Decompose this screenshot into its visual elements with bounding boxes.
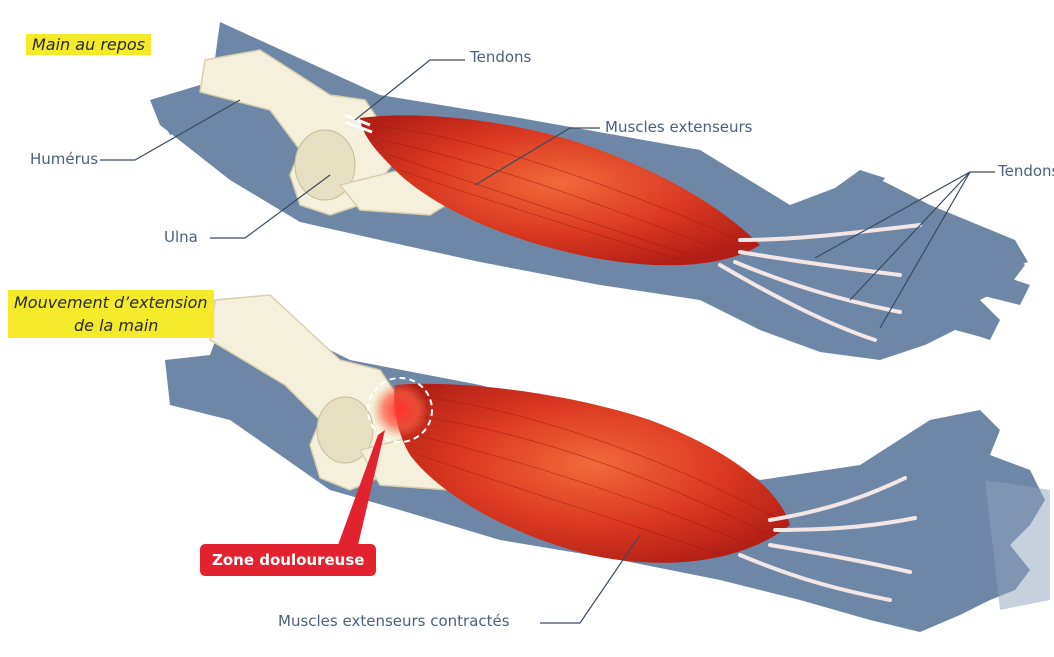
pain-zone-badge: Zone douloureuse: [200, 544, 376, 576]
panel-title-extension-line1: Mouvement d’extension: [14, 293, 208, 312]
pain-zone-glow: [372, 382, 428, 438]
panel-title-rest: Main au repos: [26, 34, 151, 55]
extensor-muscles-contracted: [394, 384, 790, 563]
label-ulna: Ulna: [164, 228, 198, 246]
label-tendons-hand: Tendons: [998, 162, 1054, 180]
label-humerus: Humérus: [30, 150, 98, 168]
label-muscles-contracted: Muscles extenseurs contractés: [278, 612, 510, 630]
panel-title-extension: Mouvement d’extension de la main: [8, 290, 214, 338]
panel-title-extension-line2: de la main: [14, 316, 158, 335]
label-tendons-top: Tendons: [470, 48, 531, 66]
label-muscles-extensors: Muscles extenseurs: [605, 118, 752, 136]
